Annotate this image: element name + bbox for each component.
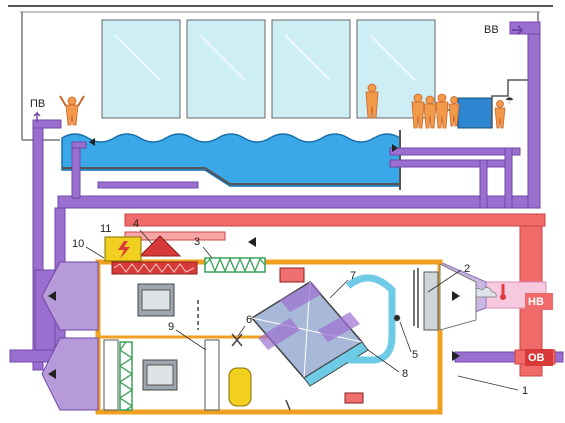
tank-icon [228, 367, 252, 407]
air-labels: ПВ ВВ НВ ОВ [30, 24, 553, 366]
label-pv: ПВ [30, 98, 45, 110]
callout-9: 9 [168, 321, 174, 333]
windows [101, 19, 436, 119]
callout-5: 5 [412, 349, 418, 361]
callout-6: 6 [246, 314, 252, 326]
callout-8: 8 [402, 368, 408, 380]
callout-4: 4 [133, 218, 139, 230]
callout-7: 7 [350, 270, 356, 282]
flow-arrows [48, 138, 460, 379]
heater-icon [103, 235, 364, 411]
callout-3: 3 [194, 236, 200, 248]
dehumidifier-icon [104, 236, 142, 262]
callout-1: 1 [522, 385, 528, 397]
dampers [197, 268, 419, 411]
filter-icon [118, 257, 266, 411]
fan-icon [137, 283, 178, 391]
svg-text:☂: ☂ [505, 96, 514, 107]
label-ov: ОВ [528, 352, 545, 364]
callout-2: 2 [464, 263, 470, 275]
water-loop [345, 274, 396, 364]
label-nv: НВ [528, 296, 544, 308]
callout-11: 11 [100, 223, 111, 235]
outdoor-air-filter [423, 271, 439, 331]
callout-10: 10 [72, 238, 84, 250]
pool [61, 130, 401, 190]
people-figures [59, 83, 506, 129]
heat-exchanger-icon [250, 281, 369, 387]
component-numbers: 1 2 3 4 5 6 7 8 9 10 11 [72, 218, 528, 397]
label-vv: ВВ [484, 24, 499, 36]
